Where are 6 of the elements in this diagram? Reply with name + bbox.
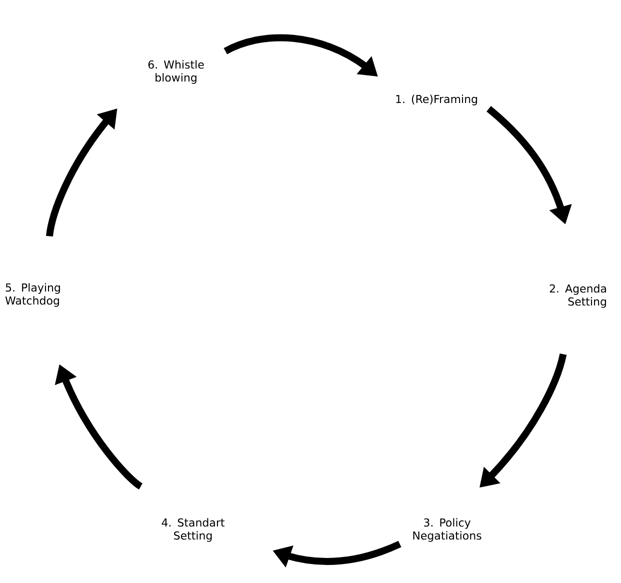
step-label: 1. (Re)Framing bbox=[396, 94, 477, 106]
step-label: 4. Standart Setting bbox=[162, 518, 225, 542]
step-label: 5. Playing Watchdog bbox=[5, 283, 60, 307]
step-label: 3. Policy Negatiations bbox=[413, 518, 482, 542]
step-label: 2. Agenda Setting bbox=[550, 284, 606, 308]
step-label: 6. Whistle blowing bbox=[148, 60, 204, 84]
